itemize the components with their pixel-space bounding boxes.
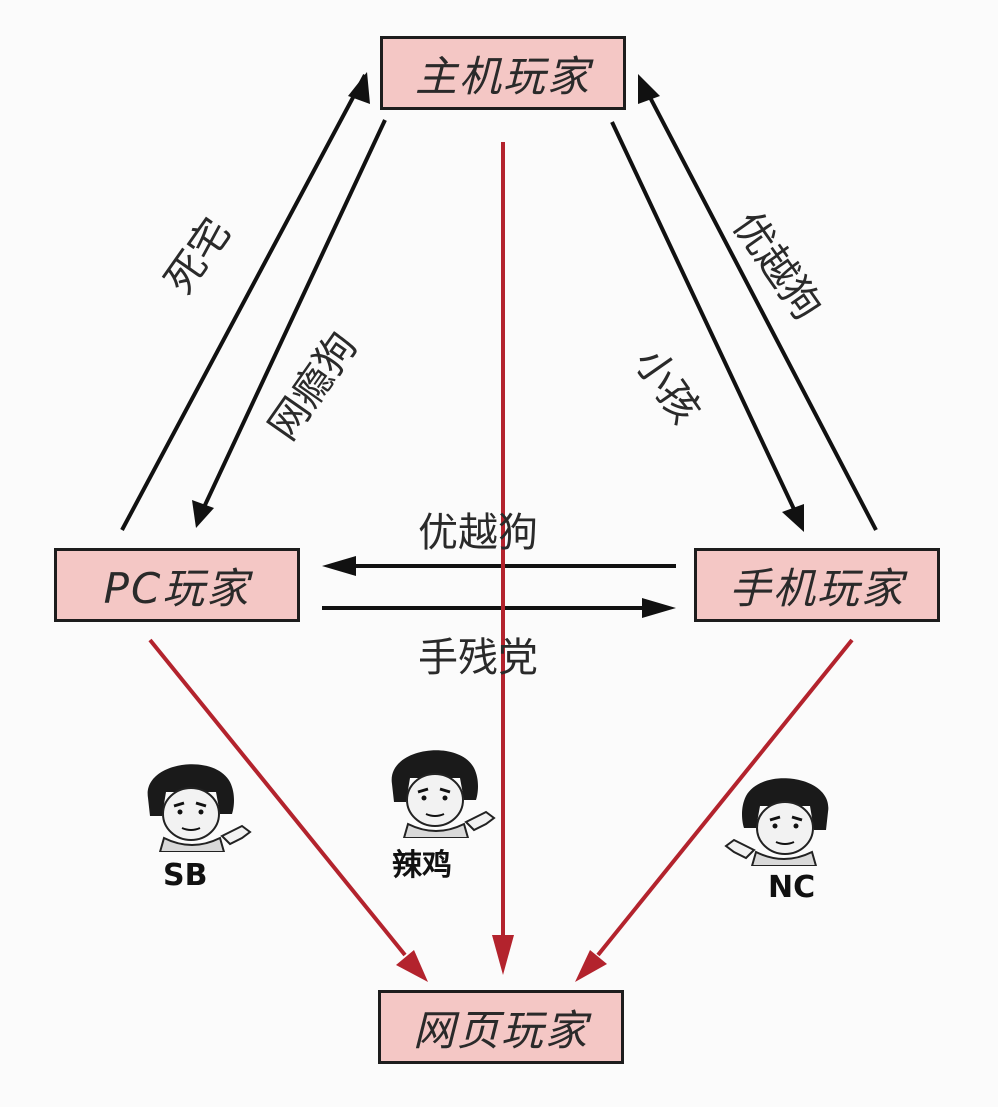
node-console-label: 主机玩家 [414, 51, 591, 101]
edge-label-mobile-to-pc: 优越狗 [418, 510, 538, 556]
face-caption-console-to-web: 辣鸡 [392, 848, 452, 883]
arrow-pc-to-web [148, 638, 428, 982]
arrow-console-to-mobile [610, 121, 804, 532]
node-pc-label: PC玩家 [103, 563, 251, 613]
arrow-console-to-web [492, 142, 514, 975]
arrow-mobile-to-pc [322, 556, 676, 576]
node-mobile-players: 手机玩家 [694, 548, 940, 622]
arrow-mobile-to-web [575, 638, 854, 982]
meme-face-icon [147, 764, 252, 852]
face-caption-mobile-to-web: NC [768, 870, 816, 905]
arrow-mobile-to-console [638, 74, 878, 531]
node-web-players: 网页玩家 [378, 990, 624, 1064]
node-mobile-label: 手机玩家 [728, 563, 905, 613]
node-console-players: 主机玩家 [380, 36, 626, 110]
face-caption-pc-to-web: SB [163, 858, 208, 893]
edge-label-pc-to-mobile: 手残党 [418, 635, 538, 681]
arrow-console-to-pc [192, 119, 387, 528]
meme-face-icon [391, 750, 496, 838]
arrow-pc-to-mobile [322, 598, 676, 618]
node-web-label: 网页玩家 [412, 1005, 589, 1055]
meme-face-icon [724, 778, 829, 866]
node-pc-players: PC玩家 [54, 548, 300, 622]
arrow-pc-to-console [120, 72, 370, 531]
